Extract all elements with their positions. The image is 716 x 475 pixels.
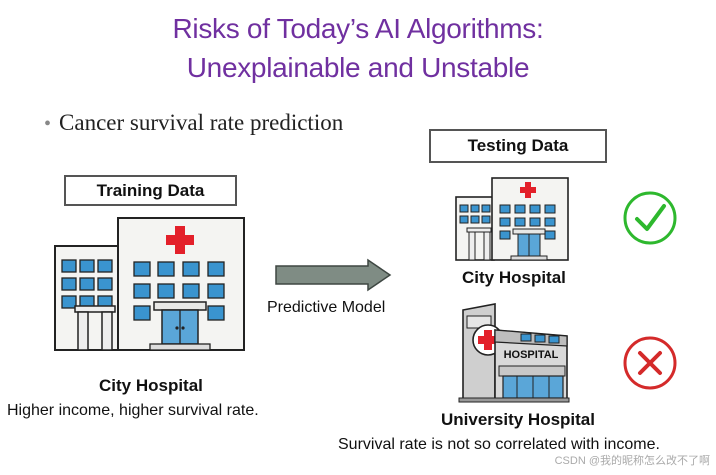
training-caption: Higher income, higher survival rate.	[7, 402, 259, 419]
hospital-sign-text: HOSPITAL	[504, 349, 559, 361]
training-hospital-name: City Hospital	[99, 376, 203, 395]
slide-title-line2: Unexplainable and Unstable	[186, 52, 530, 83]
testing-caption: Survival rate is not so correlated with …	[338, 436, 660, 453]
university-hospital-icon: HOSPITAL	[458, 303, 570, 403]
testing-data-box: Testing Data	[429, 129, 607, 163]
bullet-point: • Cancer survival rate prediction	[44, 110, 343, 136]
bullet-marker: •	[44, 113, 52, 135]
check-icon	[623, 191, 677, 245]
watermark: CSDN @我的昵称怎么改不了啊	[554, 455, 710, 467]
slide-title-line1: Risks of Today’s AI Algorithms:	[172, 13, 544, 44]
arrow-right-icon	[275, 258, 392, 292]
training-data-box: Training Data	[64, 175, 237, 206]
bullet-text: Cancer survival rate prediction	[59, 110, 344, 135]
city-hospital-icon	[54, 217, 245, 351]
cross-icon	[623, 336, 677, 390]
predictive-model-label: Predictive Model	[267, 299, 386, 316]
testing-city-hospital-name: City Hospital	[462, 268, 566, 287]
university-hospital-name: University Hospital	[441, 410, 595, 429]
city-hospital-small-icon	[455, 177, 569, 261]
